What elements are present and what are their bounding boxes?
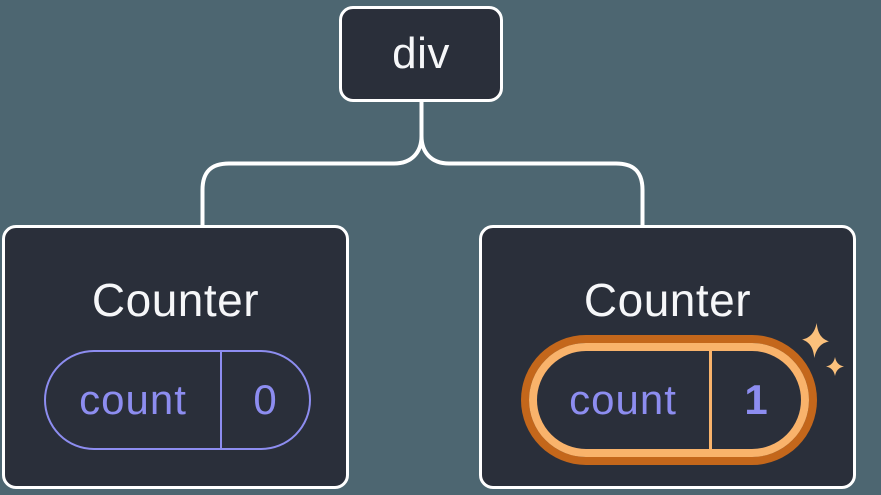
connector-left-branch [200, 134, 424, 228]
root-node-div: div [339, 6, 503, 102]
counter-node-left: Counter count 0 [2, 225, 349, 489]
counter-left-title: Counter [91, 274, 260, 326]
counter-right-title: Counter [583, 274, 752, 326]
state-key-label: count [46, 352, 222, 448]
state-value: 0 [253, 376, 278, 423]
state-pill-highlighted: count 1 [529, 343, 809, 457]
state-pill-left: count 0 [44, 350, 311, 450]
connector-right-branch [419, 134, 645, 228]
counter-node-right: Counter count 1 [479, 225, 856, 489]
sparkle-small-icon [826, 357, 844, 376]
root-node-label: div [392, 29, 450, 78]
state-key-label: count [537, 351, 712, 449]
state-value: 1 [744, 376, 769, 423]
